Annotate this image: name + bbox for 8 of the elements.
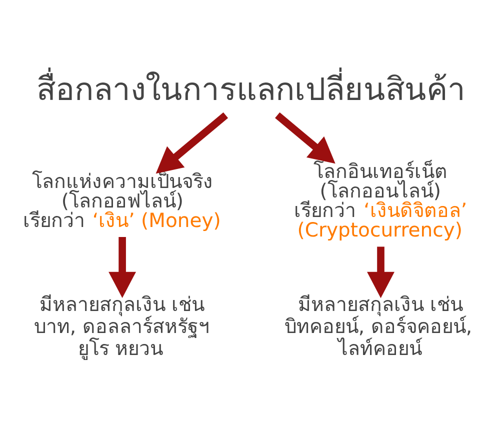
node-text: มีหลายสกุลเงิน เช่น บิทคอยน์, ดอร์จคอยน์, ไลท์คอยน์ [284,292,472,360]
arrow [275,112,336,164]
node-text: โลกแห่งความเป็นจริง (โลกออฟไลน์) เรียกว่า ‘เงิน’ (Money) [22,169,221,232]
arrow [108,236,136,298]
node-text: มีหลายสกุลเงิน เช่น บาท, ดอลลาร์สหรัฐฯ ยูโร หยวน [34,292,210,360]
arrow [367,246,394,298]
node-text: โลกอินเทอร์เน็ต (โลกออนไลน์) เรียกว่า ‘เงินดิจิตอล’ (Cryptocurrency) [294,160,468,242]
arrow [156,112,228,174]
